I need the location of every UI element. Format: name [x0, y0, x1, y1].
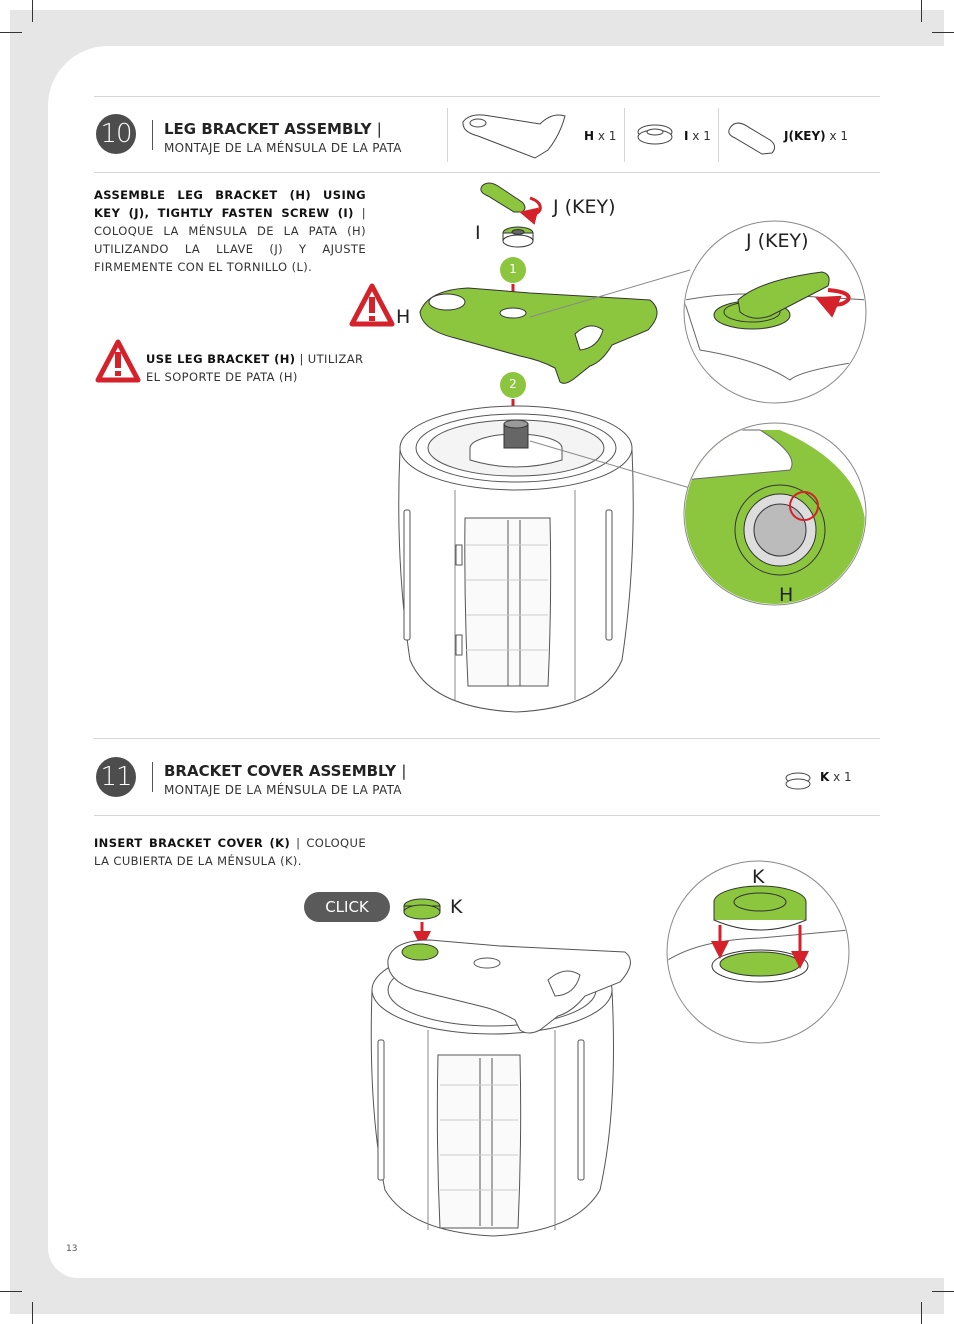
crop-mark [32, 1302, 33, 1324]
step-divider-bar [152, 762, 153, 792]
label-k: K [450, 896, 463, 918]
key-j-part [480, 182, 542, 225]
page-number: 13 [66, 1244, 78, 1254]
step-title: LEG BRACKET ASSEMBLY | [164, 120, 382, 138]
part-count-h: H x 1 [584, 129, 617, 143]
step-marker-2-label: 2 [509, 377, 517, 391]
part-k-thumbnail [785, 772, 811, 790]
callout-cover-detail [666, 860, 850, 1044]
crop-mark [932, 1291, 954, 1292]
callout-label-h: H [779, 584, 794, 606]
screw-i-part [502, 226, 534, 248]
step-title: BRACKET COVER ASSEMBLY | [164, 762, 407, 780]
warning-triangle-icon [95, 339, 141, 383]
callout-bracket-detail [683, 422, 867, 606]
part-i-thumbnail [637, 124, 673, 145]
part-count-i: I x 1 [684, 129, 711, 143]
callout-label-j-key: J (KEY) [746, 230, 809, 252]
crop-mark [921, 1302, 922, 1324]
step-subtitle: MONTAJE DE LA MÉNSULA DE LA PATA [164, 141, 402, 155]
crop-mark [921, 0, 922, 22]
crop-mark [0, 1291, 22, 1292]
callout-leader [529, 440, 691, 489]
step-marker-1-label: 1 [509, 262, 517, 276]
assembled-leg-bracket [387, 939, 631, 1034]
label-h: H [396, 306, 411, 328]
part-count-j: J(KEY) x 1 [784, 129, 849, 143]
label-j-key: J (KEY) [553, 196, 616, 218]
callout-label-k: K [752, 866, 765, 888]
parts-separator [624, 108, 625, 162]
crop-mark [32, 0, 33, 22]
callout-key-detail [683, 220, 867, 404]
part-j-thumbnail [728, 122, 776, 155]
parts-separator [447, 108, 448, 162]
composter-barrel [398, 405, 634, 713]
step10-instruction: ASSEMBLE LEG BRACKET (H) USING KEY (J), … [94, 188, 366, 274]
label-i: I [475, 222, 481, 244]
leg-bracket-h-part [419, 287, 658, 384]
step-number-badge: 11 [96, 757, 136, 797]
crop-mark [932, 32, 954, 33]
click-badge: CLICK [304, 892, 390, 922]
section-divider [94, 172, 880, 173]
parts-separator [718, 108, 719, 162]
section-divider [94, 96, 880, 97]
step-marker-2 [500, 372, 526, 398]
part-h-thumbnail [462, 114, 566, 159]
warning-triangle-icon [349, 283, 395, 327]
step-number-badge: 10 [96, 114, 136, 154]
callout-leader [529, 269, 691, 318]
warning-text: USE LEG BRACKET (H) | UTILIZAR EL SOPORT… [146, 352, 364, 384]
step11-instruction: INSERT BRACKET COVER (K) | COLOQUE LA CU… [94, 836, 366, 868]
section-divider [94, 738, 880, 739]
bracket-cover-k-part [403, 898, 441, 920]
step-marker-1 [500, 257, 526, 283]
step-divider-bar [152, 120, 153, 150]
step-subtitle: MONTAJE DE LA MÉNSULA DE LA PATA [164, 783, 402, 797]
section-divider [94, 815, 880, 816]
crop-mark [0, 32, 22, 33]
part-count-k: K x 1 [820, 770, 852, 784]
center-nut [503, 419, 529, 449]
